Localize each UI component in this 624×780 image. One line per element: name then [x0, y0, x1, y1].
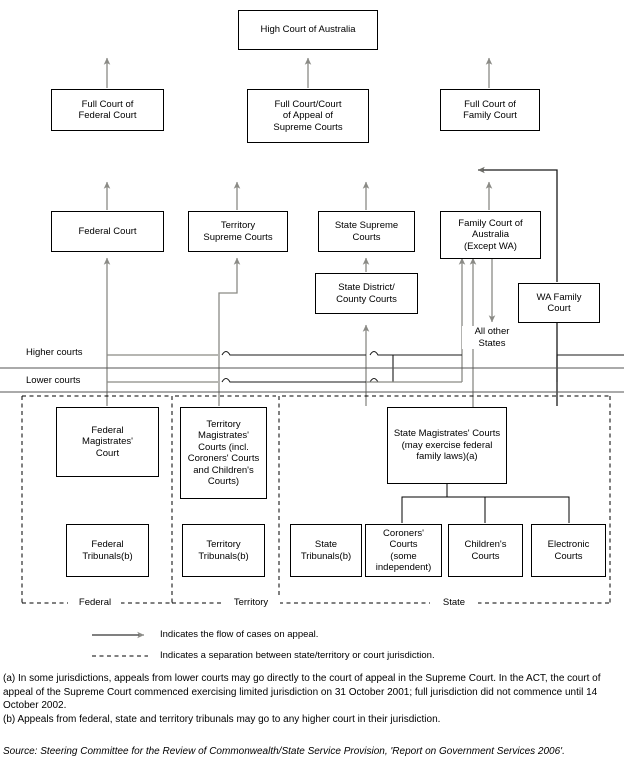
node-full-court-appeal-supreme-courts[interactable]: Full Court/Court of Appeal of Supreme Co…	[247, 89, 369, 143]
legend-arrow-label: Indicates the flow of cases on appeal.	[160, 629, 319, 640]
label-jurisdiction-state: State	[430, 597, 478, 609]
node-state-district-county-courts[interactable]: State District/ County Courts	[315, 273, 418, 314]
jurisdiction-separators	[21, 395, 611, 604]
node-federal-tribunals[interactable]: Federal Tribunals(b)	[66, 524, 149, 577]
footnote-a: (a) In some jurisdictions, appeals from …	[3, 673, 601, 711]
appeal-routing-dark	[221, 350, 624, 383]
node-federal-magistrates-court[interactable]: Federal Magistrates' Court	[56, 407, 159, 477]
node-state-tribunals[interactable]: State Tribunals(b)	[290, 524, 362, 577]
node-full-court-family-court[interactable]: Full Court of Family Court	[440, 89, 540, 131]
node-childrens-courts[interactable]: Children's Courts	[448, 524, 523, 577]
label-lower-courts: Lower courts	[26, 375, 81, 387]
node-federal-court[interactable]: Federal Court	[51, 211, 164, 252]
footnote-b: (b) Appeals from federal, state and terr…	[3, 713, 441, 725]
footnotes: (a) In some jurisdictions, appeals from …	[3, 672, 621, 726]
node-territory-supreme-courts[interactable]: Territory Supreme Courts	[188, 211, 288, 252]
courts-divider-rules	[0, 367, 624, 393]
node-family-court-of-australia[interactable]: Family Court of Australia (Except WA)	[440, 211, 541, 259]
node-territory-magistrates-courts[interactable]: Territory Magistrates' Courts (incl. Cor…	[180, 407, 267, 499]
legend-dashed-label: Indicates a separation between state/ter…	[160, 650, 435, 661]
node-coroners-courts[interactable]: Coroners' Courts (some independent)	[365, 524, 442, 577]
node-state-supreme-courts[interactable]: State Supreme Courts	[318, 211, 415, 252]
magistrates-children-connectors	[401, 484, 570, 523]
node-territory-tribunals[interactable]: Territory Tribunals(b)	[182, 524, 265, 577]
label-jurisdiction-federal: Federal	[69, 597, 121, 609]
source-text: Source: Steering Committee for the Revie…	[3, 746, 565, 757]
label-higher-courts: Higher courts	[26, 347, 83, 359]
label-all-other-states: All other States	[462, 326, 522, 349]
source-note: Source: Steering Committee for the Revie…	[3, 745, 621, 759]
appeal-routing-grey	[107, 354, 462, 383]
node-electronic-courts[interactable]: Electronic Courts	[531, 524, 606, 577]
node-high-court[interactable]: High Court of Australia	[238, 10, 378, 50]
label-jurisdiction-territory: Territory	[222, 597, 280, 609]
node-full-court-federal-court[interactable]: Full Court of Federal Court	[51, 89, 164, 131]
legend-graphics	[92, 631, 148, 657]
node-state-magistrates-courts[interactable]: State Magistrates' Courts (may exercise …	[387, 407, 507, 484]
node-wa-family-court[interactable]: WA Family Court	[518, 283, 600, 323]
